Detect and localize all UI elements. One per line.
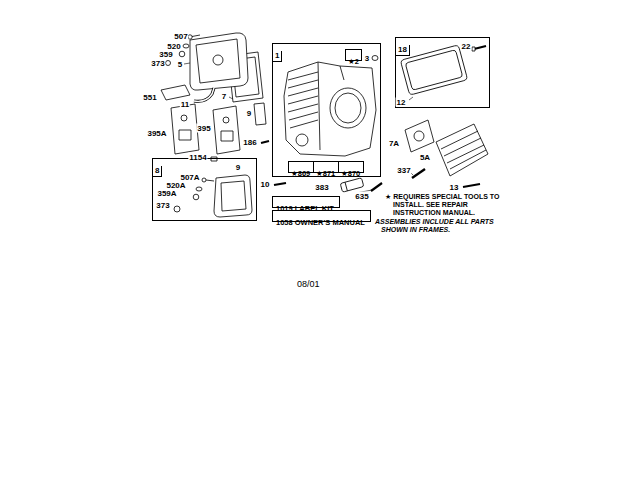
- part-number-box: ★869: [288, 161, 314, 173]
- frame-number: 18: [396, 45, 410, 56]
- bearing-opening: [296, 134, 308, 146]
- clip-part: [174, 206, 180, 212]
- washer-part: [183, 44, 189, 48]
- callout-number: 395: [196, 124, 211, 133]
- callout-number: 12: [396, 98, 407, 107]
- washer-part: [372, 56, 378, 61]
- part-number-box: ★870: [338, 161, 364, 173]
- callout-number: 9: [246, 109, 252, 118]
- screw-part: [202, 178, 206, 182]
- part-number: 1058 OWNER'S MANUAL: [273, 218, 368, 228]
- plate-part: [181, 115, 187, 121]
- callout-number: 373: [155, 201, 170, 210]
- callout-number: 13: [449, 183, 460, 192]
- tube-part: [194, 88, 214, 101]
- callout-number: 7: [221, 92, 227, 101]
- cover-part: [190, 33, 248, 90]
- callout-number: 635: [354, 192, 369, 201]
- note-text: ★ REQUIRES SPECIAL TOOLS TO INSTALL. SEE…: [385, 193, 506, 217]
- frame-number: 1: [273, 51, 282, 62]
- callout-number: 551: [142, 93, 157, 102]
- callout-number: 10: [260, 180, 271, 189]
- callout-number: 7A: [388, 139, 400, 148]
- assembly-frame: 1 ★2 ★869★871★870: [272, 43, 381, 177]
- callout-number: 11: [180, 100, 190, 109]
- cylinder-block: [284, 62, 376, 156]
- kit-box: 1058 OWNER'S MANUAL: [272, 210, 371, 222]
- callout-number: 186: [242, 138, 257, 147]
- breather-part: [221, 181, 246, 211]
- bolt-part: [474, 46, 486, 49]
- cover-part: [213, 55, 223, 65]
- bolt-part: [472, 47, 475, 51]
- plate-part: [213, 106, 240, 154]
- part-number: ★869: [289, 169, 312, 179]
- date-code: 08/01: [296, 279, 321, 290]
- callout-number: 9: [235, 163, 241, 172]
- bolt-part: [463, 184, 480, 187]
- frame-number: 8: [153, 166, 162, 177]
- callout-number: 395A: [146, 129, 167, 138]
- plate-part: [221, 131, 233, 141]
- gasket-part: [254, 103, 266, 125]
- plug-part: [261, 141, 269, 143]
- part-number: ★871: [314, 169, 337, 179]
- filter-part: [161, 85, 190, 100]
- callout-number: 3: [364, 54, 370, 63]
- assembly-frame: 18: [395, 37, 490, 108]
- spark-plug: [412, 169, 425, 178]
- callout-number: 359A: [156, 189, 177, 198]
- grommet-part: [179, 51, 185, 57]
- cylinder-bore: [330, 88, 366, 128]
- callout-number: 507: [173, 32, 188, 41]
- breather-part: [214, 175, 252, 217]
- head-gasket: [405, 120, 434, 152]
- part-number-box: ★871: [313, 161, 339, 173]
- tube-part: [194, 88, 214, 101]
- plate-part: [223, 117, 229, 123]
- callout-number: 5A: [419, 153, 431, 162]
- callout-number: 383: [314, 183, 329, 192]
- kit-box: 1019 LABEL KIT: [272, 196, 340, 208]
- valve-cover-gasket: [400, 45, 467, 95]
- head-gasket: [414, 131, 424, 141]
- plate-part: [171, 104, 199, 154]
- callout-number: 337: [396, 166, 411, 175]
- callout-number: 22: [461, 42, 472, 51]
- bolt-part: [274, 183, 286, 185]
- guide-part: [340, 178, 364, 192]
- screw-part: [192, 35, 200, 37]
- plate-part: [179, 130, 191, 140]
- screw-part: [206, 180, 214, 181]
- part-number: ★2: [346, 57, 361, 67]
- part-number: ★870: [339, 169, 362, 179]
- cover-part: [196, 39, 240, 83]
- cooling-fins: [441, 131, 486, 169]
- plug-part: [371, 183, 382, 191]
- callout-number: 359: [158, 50, 173, 59]
- clip-part: [166, 61, 171, 66]
- callout-number: 5: [177, 60, 183, 69]
- callout-number: 373: [150, 59, 165, 68]
- cylinder-head: [436, 124, 488, 176]
- grommet-part: [193, 194, 199, 200]
- washer-part: [196, 187, 202, 191]
- cylinder-bore: [335, 93, 361, 123]
- callout-number: 1154: [188, 153, 207, 162]
- part-number-box: ★2: [345, 49, 362, 61]
- leader-line: [184, 38, 413, 194]
- note-text: ASSEMBLIES INCLUDE ALL PARTS SHOWN IN FR…: [375, 218, 522, 234]
